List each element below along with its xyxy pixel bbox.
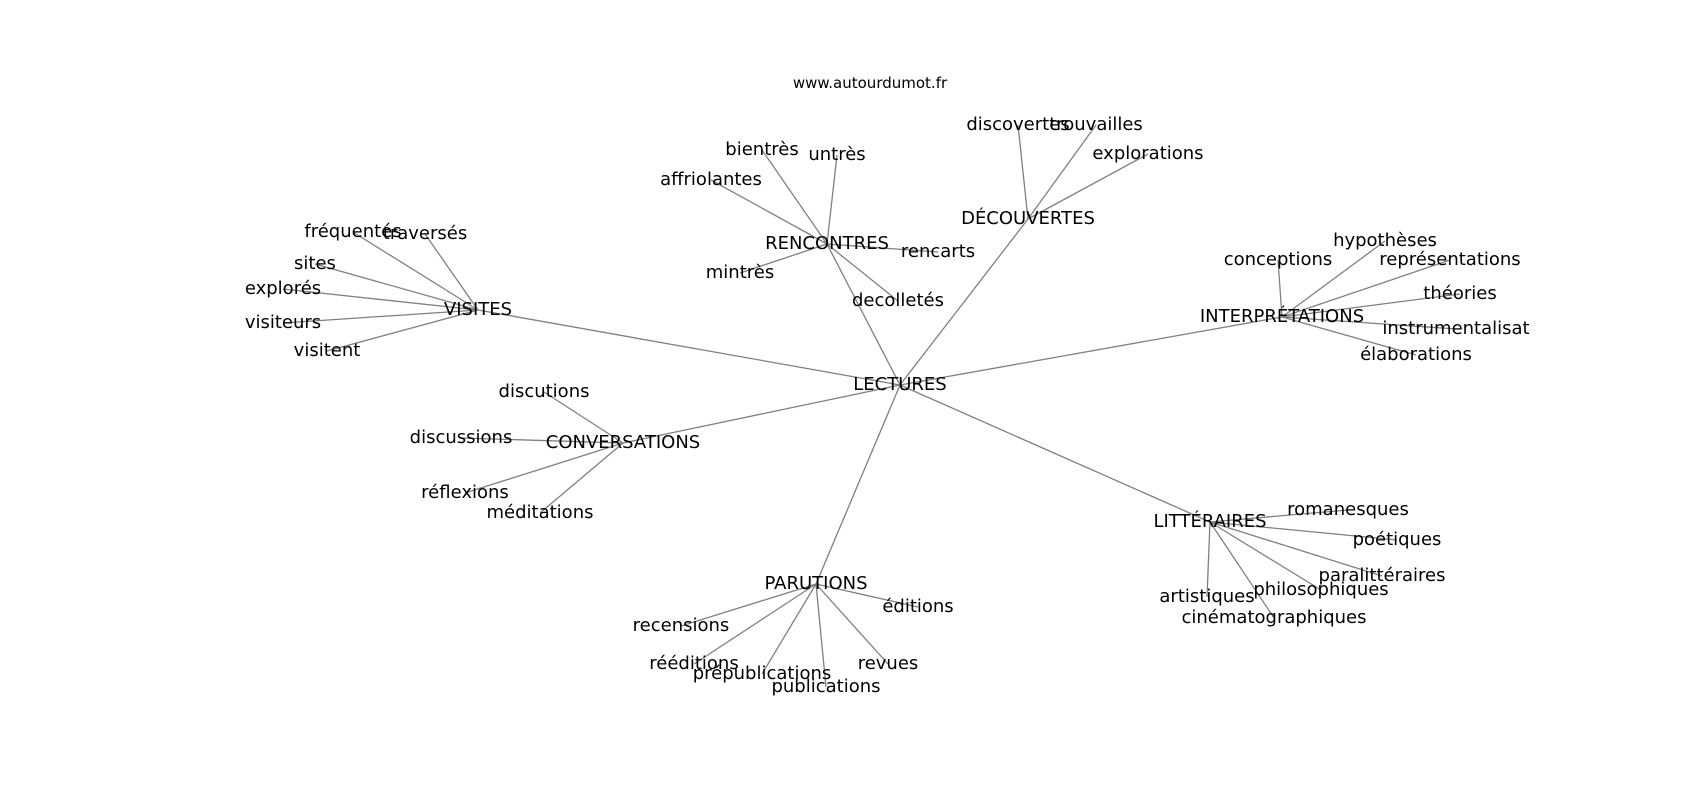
edge-conversations-to-discutions [543, 391, 624, 444]
leaf-node-paralitteraires: paralittéraires [1319, 565, 1446, 586]
leaf-node-bientres: bientrès [725, 139, 798, 160]
leaf-node-mintres: mintrès [706, 262, 774, 283]
edge-parutions-to-revues [815, 583, 889, 665]
leaf-node-theories: théories [1423, 283, 1496, 304]
edge-decouvertes-to-trouvailles [1027, 124, 1097, 220]
leaf-node-romanesques: romanesques [1287, 499, 1409, 520]
edge-decouvertes-to-explorations [1027, 153, 1149, 220]
leaf-node-untres: untrès [808, 144, 865, 165]
edge-conversations-to-reflexions [464, 442, 624, 494]
leaf-node-editions: éditions [882, 596, 953, 617]
edge-visites-to-frequentes [352, 231, 479, 311]
edge-interpretations-to-hypotheses [1281, 240, 1386, 318]
edge-visites-to-traverses [424, 233, 479, 311]
edge-visites-to-visiteurs [282, 309, 479, 324]
leaf-node-rencarts: rencarts [901, 241, 975, 262]
edge-parutions-to-reeditions [693, 583, 817, 665]
edge-rencontres-to-untres [826, 154, 838, 245]
leaf-node-artistiques: artistiques [1159, 586, 1254, 607]
edge-conversations-to-meditations [539, 442, 624, 514]
edge-parutions-to-publications [815, 583, 827, 688]
edge-center-to-parutions [815, 384, 901, 585]
edge-center-to-conversations [622, 384, 901, 444]
edge-litteraires-to-philosophiques [1209, 521, 1322, 591]
leaf-node-traverses: traversés [383, 223, 467, 244]
leaf-node-meditations: méditations [487, 502, 594, 523]
leaf-node-reeditions: rééditions [649, 653, 738, 674]
edge-center-to-litteraires [899, 384, 1211, 523]
hub-node-visites: VISITES [444, 299, 512, 320]
edge-interpretations-to-theories [1281, 293, 1461, 318]
watermark-text: www.autourdumot.fr [793, 74, 948, 92]
leaf-node-visiteurs: visiteurs [245, 312, 321, 333]
leaf-node-decolletes: decolletés [852, 290, 944, 311]
hub-node-decouvertes: DÉCOUVERTES [961, 207, 1095, 229]
leaf-node-affriolantes: affriolantes [660, 169, 762, 190]
leaf-node-philosophiques: philosophiques [1253, 579, 1388, 600]
graph-edges [282, 124, 1461, 688]
edge-rencontres-to-bientres [761, 149, 828, 245]
leaf-node-sites: sites [294, 253, 336, 274]
leaf-node-explorations: explorations [1092, 143, 1203, 164]
leaf-node-explores: explorés [245, 278, 321, 299]
edge-visites-to-sites [314, 263, 479, 311]
leaf-node-reflexions: réflexions [421, 482, 509, 503]
leaf-node-discutions: discutions [499, 381, 590, 402]
leaf-node-poetiques: poétiques [1353, 529, 1442, 550]
edge-rencontres-to-affriolantes [710, 179, 828, 245]
leaf-node-representations: représentations [1379, 249, 1520, 270]
leaf-node-prepublications: prépublications [693, 663, 832, 684]
leaf-node-conceptions: conceptions [1224, 249, 1333, 270]
leaf-node-hypotheses: hypothèses [1333, 230, 1437, 251]
hub-node-parutions: PARUTIONS [764, 573, 867, 594]
edge-center-to-interpretations [899, 316, 1283, 386]
edge-rencontres-to-rencarts [826, 243, 939, 253]
leaf-node-discussions: discussions [410, 427, 513, 448]
edge-parutions-to-recensions [680, 583, 817, 627]
edge-interpretations-to-instrumentalisat [1281, 316, 1457, 330]
edge-litteraires-to-romanesques [1209, 509, 1349, 523]
edge-visites-to-explores [282, 288, 479, 311]
hub-node-rencontres: RENCONTRES [765, 233, 889, 254]
edge-parutions-to-editions [815, 583, 919, 608]
edge-interpretations-to-elaborations [1281, 316, 1417, 356]
leaf-node-elaborations: élaborations [1360, 344, 1472, 365]
edge-rencontres-to-mintres [739, 243, 828, 274]
edge-parutions-to-prepublications [761, 583, 817, 675]
edge-rencontres-to-decolletes [826, 243, 899, 302]
leaf-node-revues: revues [858, 653, 919, 674]
leaf-node-publications: publications [771, 676, 880, 697]
leaf-node-instrumentalisat: instrumentalisat [1382, 318, 1529, 339]
edge-interpretations-to-representations [1281, 259, 1451, 318]
hub-node-interpretations: INTERPRÉTATIONS [1200, 305, 1364, 327]
edge-litteraires-to-paralitteraires [1209, 521, 1383, 577]
edge-conversations-to-discussions [460, 437, 624, 444]
edge-center-to-decouvertes [899, 218, 1029, 386]
hub-node-litteraires: LITTÉRAIRES [1153, 510, 1266, 532]
leaf-node-cinematographiques: cinématographiques [1182, 607, 1367, 628]
leaf-node-frequentes: fréquentés [304, 221, 401, 242]
edge-litteraires-to-cinematographiques [1209, 521, 1275, 619]
edge-center-to-visites [477, 309, 901, 386]
edge-decouvertes-to-discovertes [1017, 124, 1029, 220]
leaf-node-discovertes: discovertes [966, 114, 1069, 135]
edge-interpretations-to-conceptions [1277, 259, 1283, 318]
leaf-node-recensions: recensions [633, 615, 730, 636]
edge-visites-to-visitent [326, 309, 479, 352]
leaf-node-visitent: visitent [294, 340, 361, 361]
hub-node-conversations: CONVERSATIONS [546, 432, 700, 453]
edge-center-to-rencontres [826, 243, 901, 386]
edge-litteraires-to-poetiques [1209, 521, 1398, 541]
center-node-label: LECTURES [853, 374, 946, 395]
leaf-node-trouvailles: trouvailles [1049, 114, 1143, 135]
edge-litteraires-to-artistiques [1206, 521, 1211, 598]
